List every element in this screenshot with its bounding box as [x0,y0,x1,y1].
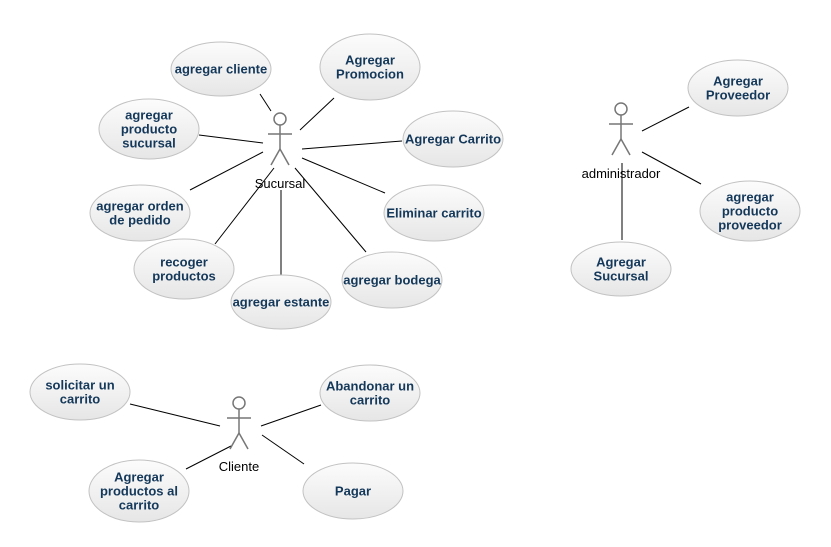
association-layer [129,93,702,470]
use-case-label: Agregar [713,74,763,89]
use-case-layer: agregar clienteAgregarPromocionagregarpr… [29,33,801,523]
use-case-uc9[interactable]: agregar bodega [341,251,443,309]
use-case-label: Agregar [114,470,164,485]
use-case-label: agregar estante [233,295,330,310]
use-case-uc8[interactable]: agregar estante [230,274,332,330]
use-case-label: Promocion [336,67,404,82]
use-case-ellipse [319,33,421,101]
actor-figure-icon [609,102,633,156]
association-cliente-uc13 [129,403,221,427]
use-case-uc1[interactable]: agregar cliente [170,41,272,97]
use-case-label: Agregar [345,53,395,68]
use-case-label: agregar [726,190,774,205]
use-case-label: Pagar [335,484,371,499]
use-case-label: Abandonar un [326,379,414,394]
use-case-ellipse [402,110,504,168]
use-case-label: proveedor [718,218,782,233]
use-case-ellipse [98,98,200,160]
association-administrador-uc11 [641,151,702,185]
use-case-uc6[interactable]: Eliminar carrito [383,184,485,242]
use-case-label: carrito [60,392,101,407]
actor-label: Sucursal [255,176,306,191]
use-case-label: Proveedor [706,88,770,103]
use-case-ellipse [133,238,235,300]
use-case-uc4[interactable]: Agregar Carrito [402,110,504,168]
use-case-label: Agregar [596,255,646,270]
actor-figure-icon [268,112,292,166]
use-case-label: agregar [125,108,173,123]
association-cliente-uc15 [185,445,232,470]
association-sucursal-uc2 [299,97,335,131]
association-sucursal-uc4 [301,140,403,150]
use-case-label: Agregar Carrito [405,132,501,147]
use-case-ellipse [319,364,421,422]
use-case-label: Sucursal [594,269,649,284]
actor-label: Cliente [219,459,259,474]
use-case-label: agregar orden [96,199,183,214]
use-case-uc16[interactable]: Pagar [302,462,404,520]
actor-administrador[interactable]: administrador [582,102,661,181]
use-case-ellipse [341,251,443,309]
association-sucursal-uc6 [301,157,386,194]
association-sucursal-uc1 [259,93,272,112]
use-case-ellipse [570,241,672,297]
actor-sucursal[interactable]: Sucursal [255,112,306,191]
use-case-label: productos [152,269,216,284]
use-case-label: de pedido [109,213,170,228]
association-sucursal-uc9 [294,167,367,253]
association-administrador-uc10 [641,106,690,132]
use-case-label: productos al [100,484,178,499]
use-case-ellipse [383,184,485,242]
use-case-label: solicitar un [45,378,114,393]
association-sucursal-uc7 [214,167,275,245]
use-case-ellipse [88,459,190,523]
use-case-ellipse [230,274,332,330]
use-case-label: carrito [119,498,160,513]
use-case-ellipse [687,59,789,117]
use-case-ellipse [89,184,191,242]
association-sucursal-uc3 [198,134,264,144]
association-sucursal-uc5 [189,151,264,191]
use-case-label: sucursal [122,136,175,151]
use-case-ellipse [302,462,404,520]
use-case-ellipse [29,363,131,421]
association-cliente-uc14 [260,404,322,427]
use-case-label: producto [121,122,177,137]
use-case-ellipse [699,180,801,242]
use-case-ellipse [170,41,272,97]
association-cliente-uc16 [261,434,305,465]
use-case-label: carrito [350,393,391,408]
use-case-label: producto [722,204,778,219]
use-case-label: agregar bodega [343,273,441,288]
actor-cliente[interactable]: Cliente [219,396,259,474]
use-case-label: recoger [160,255,208,270]
actor-figure-icon [227,396,251,450]
use-case-label: Eliminar carrito [386,206,481,221]
actor-label: administrador [582,166,661,181]
use-case-label: agregar cliente [175,62,268,77]
